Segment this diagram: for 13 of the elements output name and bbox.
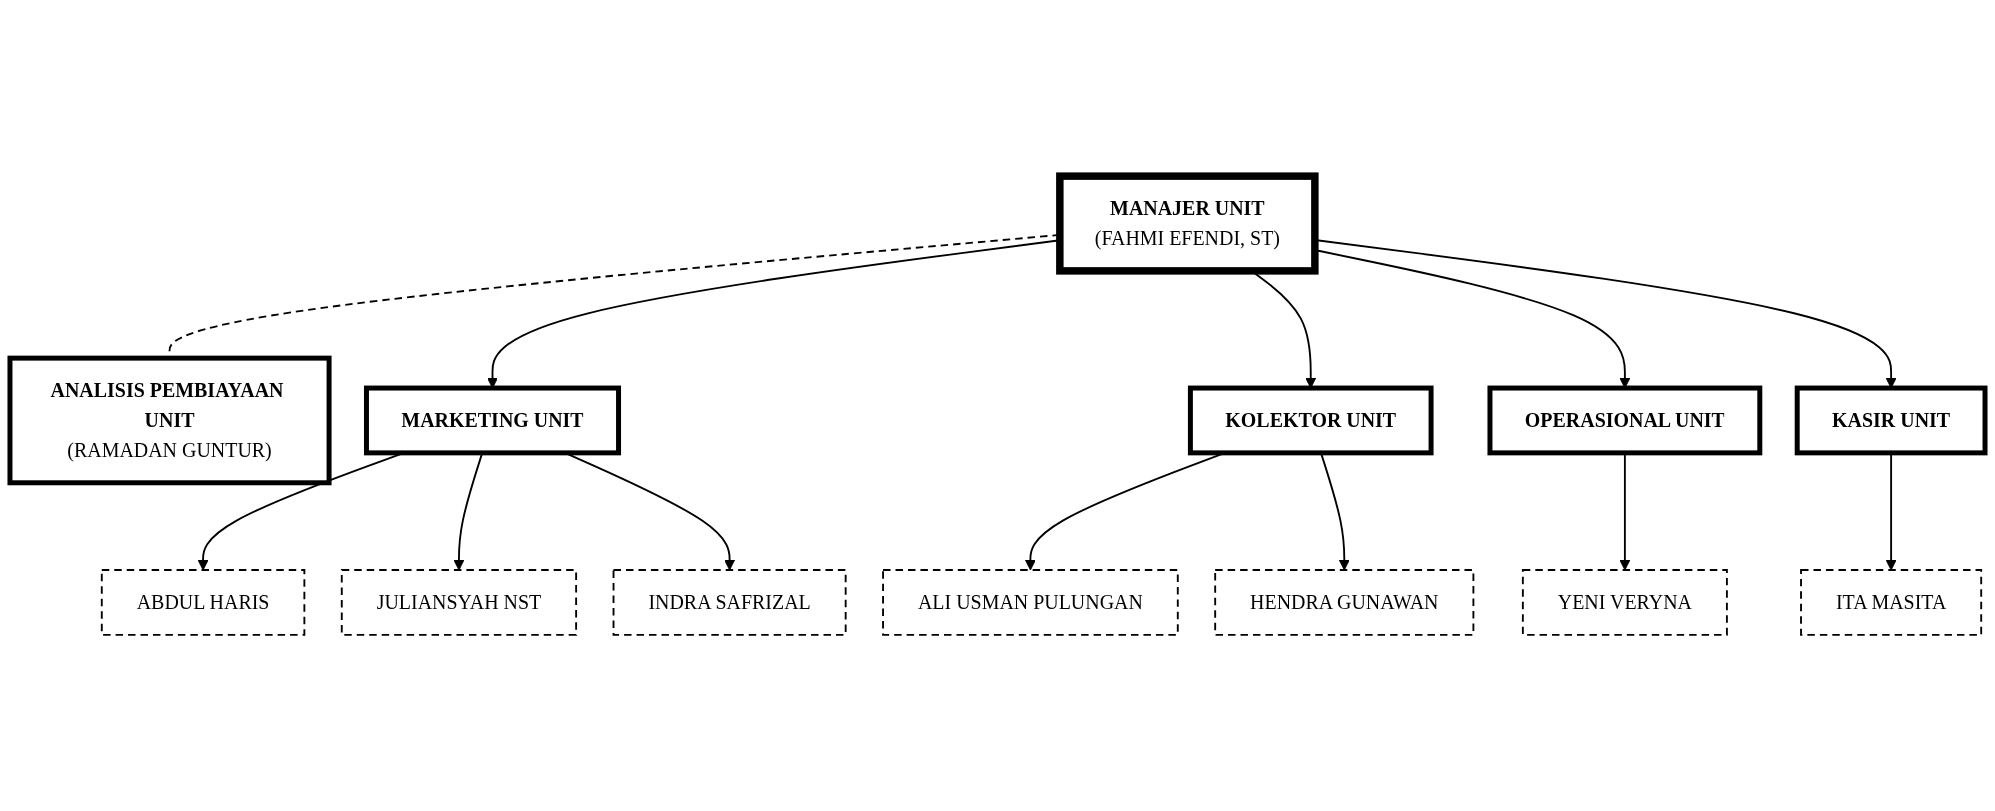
node-box: KOLEKTOR UNIT (1187, 385, 1434, 456)
node-box: HENDRA GUNAWAN (1214, 569, 1475, 636)
node-box: OPERASIONAL UNIT (1487, 385, 1763, 456)
node-box: ABDUL HARIS (100, 569, 306, 636)
node-box: ITA MASITA (1800, 569, 1983, 636)
node-box: JULIANSYAH NST (340, 569, 578, 636)
node-box: MARKETING UNIT (363, 385, 622, 456)
node-box: MANAJER UNIT (FAHMI EFENDI, ST) (1056, 172, 1319, 275)
node-box: KASIR UNIT (1794, 385, 1988, 456)
node-box: ALI USMAN PULUNGAN (882, 569, 1179, 636)
node-box: ANALISIS PEMBIAYAAN UNIT (RAMADAN GUNTUR) (7, 355, 332, 486)
node-box: INDRA SAFRIZAL (612, 569, 847, 636)
node-box: YENI VERYNA (1521, 569, 1728, 636)
